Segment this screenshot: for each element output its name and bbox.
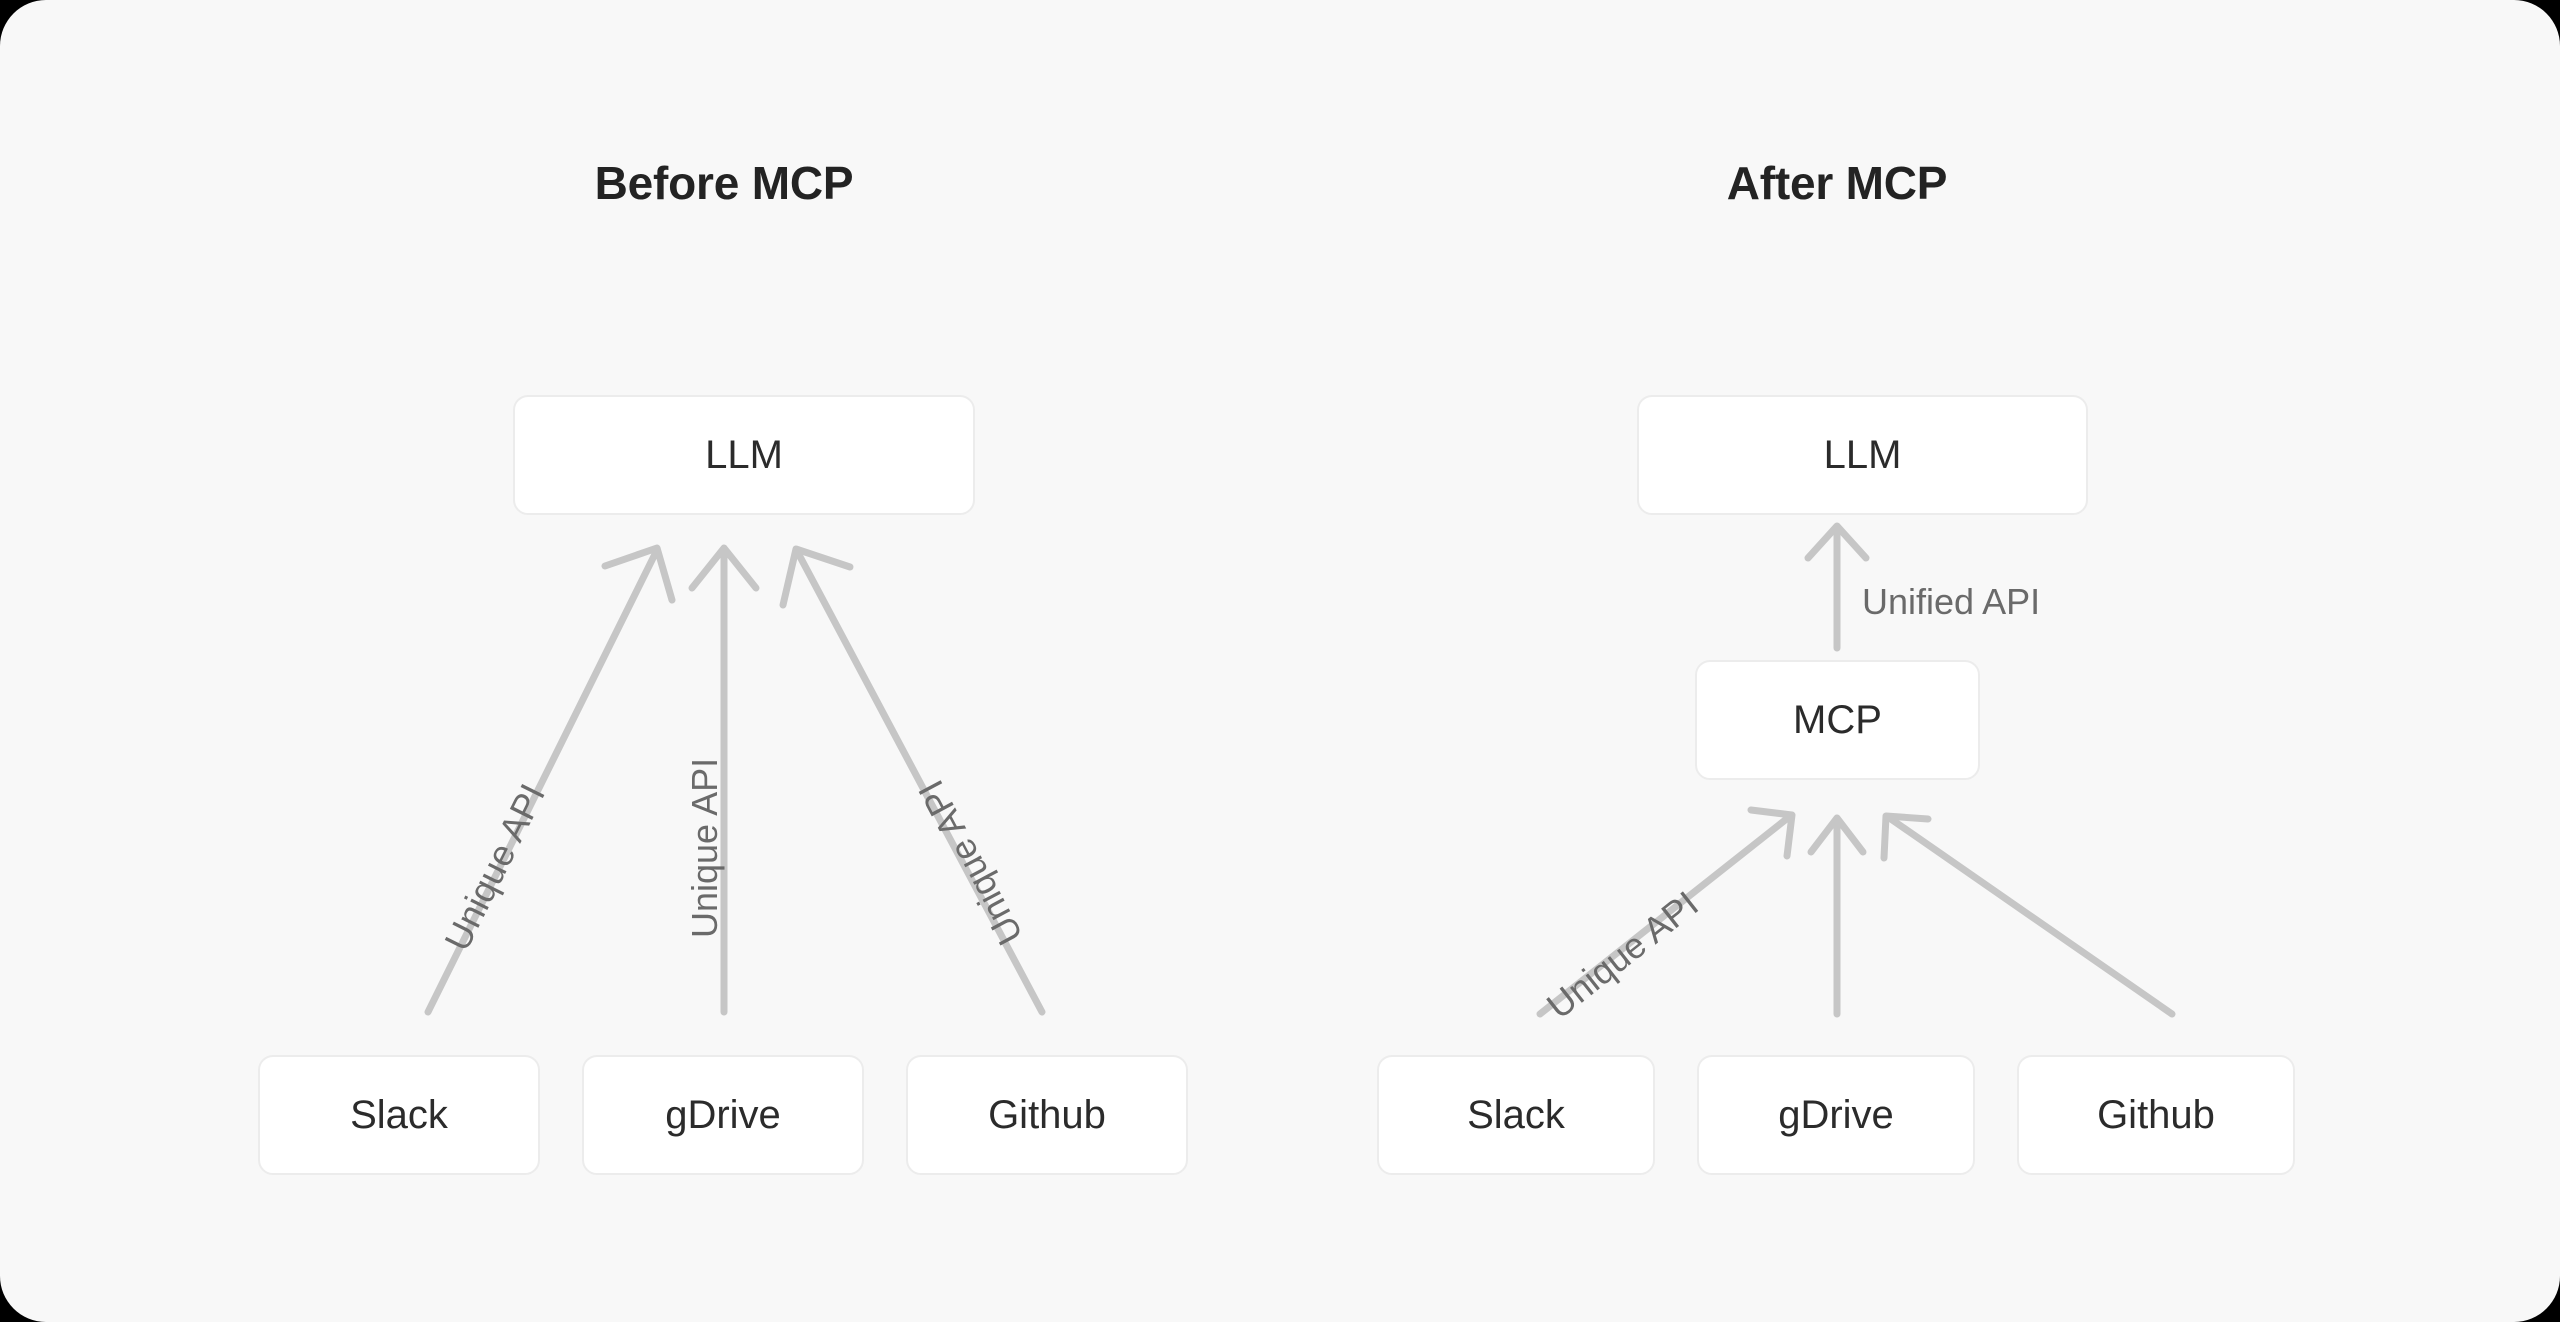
panel-title-after: After MCP xyxy=(1726,157,1948,209)
node-llm-before-label: LLM xyxy=(705,433,783,477)
node-llm-before[interactable]: LLM xyxy=(513,395,975,515)
panel-title-before: Before MCP xyxy=(594,157,854,209)
node-gdrive-after[interactable]: gDrive xyxy=(1697,1055,1975,1175)
node-slack-after[interactable]: Slack xyxy=(1377,1055,1655,1175)
node-github-before-label: Github xyxy=(988,1093,1106,1137)
node-github-after[interactable]: Github xyxy=(2017,1055,2295,1175)
node-gdrive-after-label: gDrive xyxy=(1778,1093,1894,1137)
edge-label-unique-api-gdrive-left: Unique API xyxy=(684,757,725,938)
node-github-before[interactable]: Github xyxy=(906,1055,1188,1175)
node-mcp-label: MCP xyxy=(1793,698,1882,742)
node-gdrive-before-label: gDrive xyxy=(665,1093,781,1137)
node-slack-after-label: Slack xyxy=(1467,1093,1565,1137)
arrow-github-to-mcp-right xyxy=(1880,812,2176,1018)
node-llm-after-label: LLM xyxy=(1823,433,1902,477)
arrow-mcp-to-llm-right xyxy=(1804,522,1870,652)
node-gdrive-before[interactable]: gDrive xyxy=(582,1055,864,1175)
node-slack-before[interactable]: Slack xyxy=(258,1055,540,1175)
edge-label-unified-api: Unified API xyxy=(1862,581,2041,622)
edge-label-unique-api-github-left: Unique API xyxy=(909,773,1031,952)
node-slack-before-label: Slack xyxy=(350,1093,448,1137)
node-mcp[interactable]: MCP xyxy=(1695,660,1980,780)
edge-label-unique-api-slack-right: Unique API xyxy=(1538,882,1706,1027)
node-github-after-label: Github xyxy=(2097,1093,2215,1137)
node-llm-after[interactable]: LLM xyxy=(1637,395,2088,515)
arrow-gdrive-to-mcp-right xyxy=(1807,814,1867,1018)
edge-label-unique-api-slack-left: Unique API xyxy=(436,777,554,957)
